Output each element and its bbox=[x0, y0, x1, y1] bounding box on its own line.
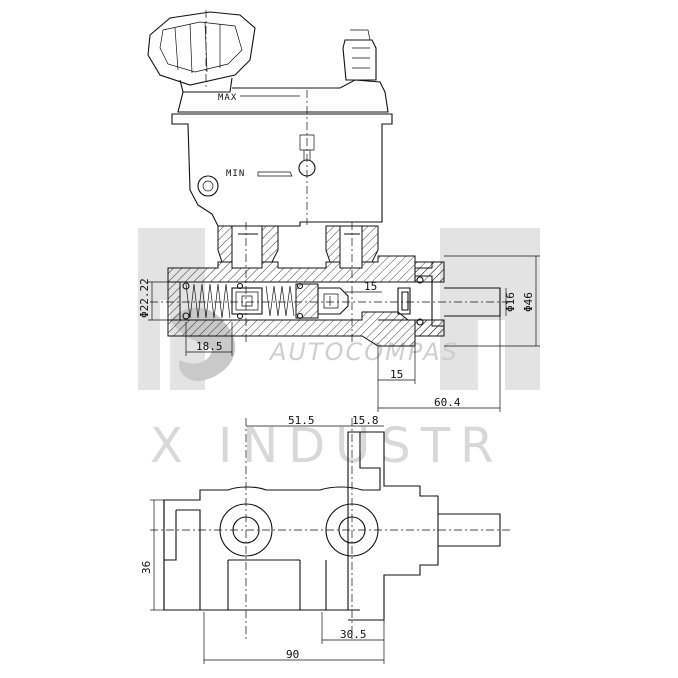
seal-4 bbox=[236, 312, 244, 320]
fitting-circle bbox=[197, 175, 219, 197]
cap-ridges bbox=[174, 21, 221, 74]
push-rod-seat bbox=[397, 287, 411, 315]
watermark: AUTOCOMPAS X INDUSTR bbox=[138, 228, 540, 474]
rear-bore bbox=[378, 275, 433, 321]
primary-piston bbox=[231, 287, 263, 315]
cap-detail bbox=[159, 21, 243, 73]
grommet-right bbox=[325, 225, 341, 263]
reservoir-upper bbox=[177, 79, 389, 113]
seal-5 bbox=[296, 282, 304, 290]
reservoir: MAX MIN bbox=[147, 10, 393, 227]
bottom-dimensions: 51.5 15.8 36 30.5 90 bbox=[140, 414, 385, 664]
secondary-piston bbox=[295, 283, 319, 319]
rear-seal-top bbox=[416, 276, 424, 284]
dim-flange-to-port: 30.5 bbox=[340, 628, 367, 641]
grommet-left bbox=[217, 225, 233, 263]
bottom-view bbox=[150, 418, 512, 640]
level-sensor-detail bbox=[350, 29, 371, 69]
spring-right bbox=[265, 285, 295, 317]
bottom-body-rear bbox=[348, 431, 439, 621]
primary-piston-detail bbox=[235, 291, 259, 311]
body-left-wall bbox=[167, 281, 181, 321]
float-stem bbox=[299, 134, 315, 160]
reservoir-tank bbox=[171, 113, 393, 227]
reservoir-neck bbox=[179, 77, 233, 93]
dim-rod-large: Φ46 bbox=[522, 292, 535, 312]
seal-6 bbox=[296, 312, 304, 320]
dim-left-offset: 18.5 bbox=[196, 340, 223, 353]
bottom-lower-bosses bbox=[199, 559, 327, 610]
level-sensor bbox=[342, 39, 377, 81]
reservoir-cap bbox=[147, 11, 256, 86]
dim-rod-small: Φ16 bbox=[504, 292, 517, 312]
secondary-plunger bbox=[317, 287, 349, 315]
dim-inner-gap: 15 bbox=[364, 280, 377, 293]
min-label: MIN bbox=[226, 169, 245, 179]
fitting-circle-inner bbox=[202, 180, 214, 192]
dim-port-spacing: 51.5 bbox=[288, 414, 315, 427]
body-top-wall bbox=[167, 255, 445, 283]
bore bbox=[180, 281, 362, 321]
seal-1 bbox=[182, 282, 190, 290]
bottom-body bbox=[163, 431, 381, 611]
secondary-plunger-detail bbox=[323, 293, 339, 309]
dim-height: 36 bbox=[140, 561, 153, 574]
min-marker bbox=[257, 171, 293, 177]
rear-seal-bottom bbox=[416, 318, 424, 326]
bottom-push-rod bbox=[438, 513, 501, 547]
dim-rod-step: 15 bbox=[390, 368, 403, 381]
seal-2 bbox=[182, 312, 190, 320]
dim-total-length: 90 bbox=[286, 648, 299, 661]
spring-left bbox=[185, 283, 231, 319]
section-dimensions: Φ22.22 15 Φ16 Φ46 18.5 15 60.4 bbox=[138, 255, 540, 412]
dim-rod-length: 60.4 bbox=[434, 396, 461, 409]
section-view bbox=[150, 222, 512, 347]
grommet-left-2 bbox=[261, 225, 279, 263]
watermark-brand: AUTOCOMPAS bbox=[268, 338, 459, 366]
seal-3 bbox=[236, 282, 244, 290]
max-label: MAX bbox=[218, 93, 237, 103]
dim-bore-diameter: Φ22.22 bbox=[138, 278, 151, 318]
grommet-right-2 bbox=[361, 225, 379, 263]
grommet-outline bbox=[232, 225, 362, 235]
bottom-left-step bbox=[163, 500, 201, 610]
push-rod bbox=[444, 287, 501, 317]
watermark-letter-h bbox=[440, 228, 540, 390]
dim-flange-offset: 15.8 bbox=[352, 414, 379, 427]
watermark-industry: X INDUSTR bbox=[150, 418, 503, 474]
